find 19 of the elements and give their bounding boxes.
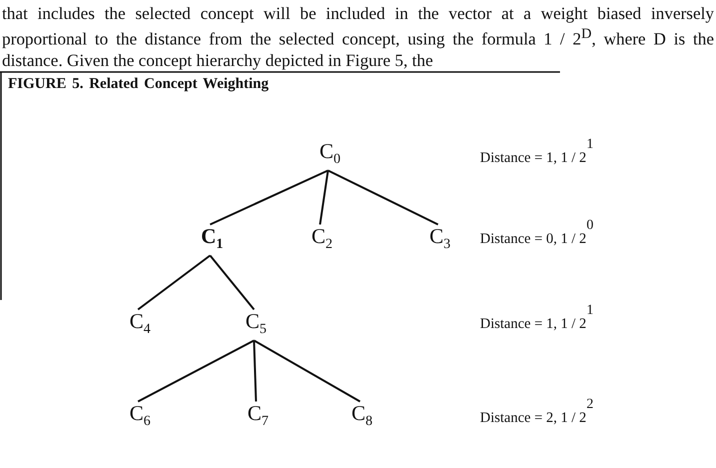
concept-label: C$_{1}$ (200, 224, 224, 256)
tree-edge (328, 170, 438, 226)
body-paragraph: that includes the selected concept will be included in the vector at a weight biased inversely proportional to the distance from the selected concept, using the formula 1 / 2$^{D}$, where D is the distance. Given the concept hierarchy depicted in Figure 5, the (2, 3, 714, 71)
concept-label: C$_{8}$ (350, 402, 374, 432)
tree-edge (210, 170, 328, 226)
concept-label: C$_{2}$ (310, 224, 334, 256)
tree-edge (209, 254, 255, 310)
tree-edge (138, 340, 254, 402)
concept-label: C$_{3}$ (428, 224, 452, 256)
tree-edge (137, 254, 211, 310)
tree-edge (254, 340, 360, 402)
concept-label: C$_{6}$ (128, 402, 152, 432)
tree-edge (319, 170, 329, 225)
concept-label: C$_{4}$ (128, 310, 152, 340)
figure-title: FIGURE 5. Related Concept Weighting (8, 76, 269, 93)
concept-label: C$_{5}$ (244, 310, 268, 340)
concept-label: C$_{7}$ (246, 402, 270, 432)
tree-edge (253, 340, 257, 402)
concept-label: C$_{0}$ (318, 140, 342, 170)
